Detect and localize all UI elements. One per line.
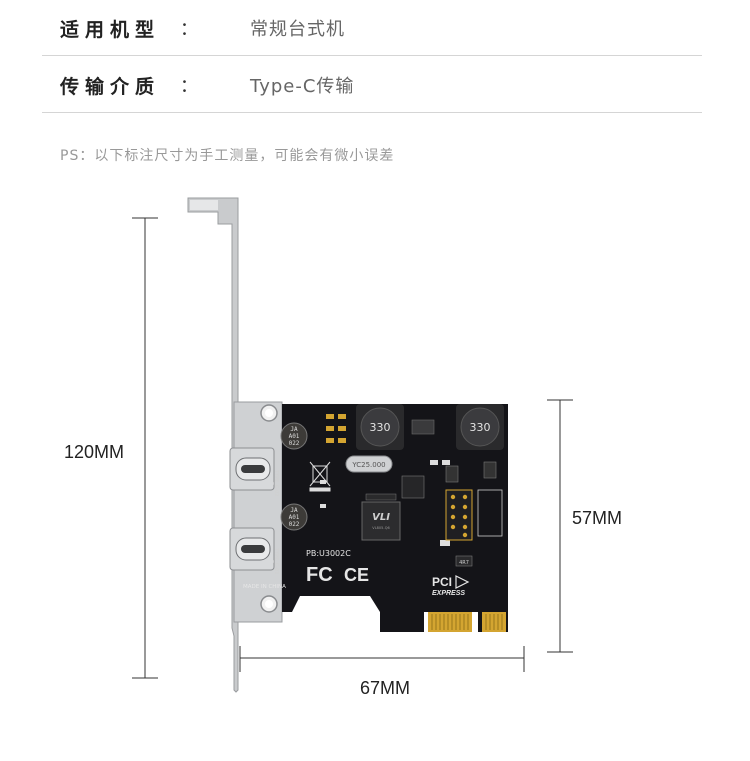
svg-text:330: 330 [370,421,391,434]
fcc-logo: FC [306,564,333,586]
inductor-1: 330 [356,404,404,450]
express-logo: EXPRESS [432,590,465,597]
svg-text:YC25.000: YC25.000 [351,461,385,469]
dimension-lines [132,217,573,679]
pin-header [445,489,503,541]
divider [42,112,702,113]
svg-text:JA: JA [290,426,298,433]
svg-text:VL805-Q6: VL805-Q6 [372,526,389,530]
svg-text:330: 330 [470,421,491,434]
smd-components [320,414,497,546]
svg-text:JA: JA [290,507,298,514]
ce-logo: CE [344,565,369,585]
weee-icon [309,461,331,492]
spec-value: Type-C传输 [250,76,355,97]
pci-arrow-icon [455,575,470,589]
divider [42,55,702,56]
port-2-silk: TYPE_C-02 [273,469,279,496]
spec-row-transmission-medium: 传输介质 ： Type-C传输 [60,57,702,113]
svg-text:VLI: VLI [372,512,390,523]
pci-logo: PCI [432,575,452,589]
port-1-silk: TYPE_C-01 [273,547,279,574]
dimension-height-bracket: 120MM [64,442,125,462]
spec-colon: ： [180,76,198,97]
metal-bracket [187,197,283,693]
svg-text:A01: A01 [289,514,300,521]
dimension-height-board: 57MM [572,508,623,528]
measurement-note: PS：以下标注尺寸为手工测量，可能会有微小误差 [60,148,395,164]
vli-chip: VLI VL805-Q6 [361,501,401,541]
dimension-width-board: 67MM [360,678,411,698]
inductor-2: 330 [456,404,504,450]
spec-label: 传输介质 [60,75,161,98]
svg-text:A01: A01 [289,433,300,440]
resistor [455,555,473,567]
type-c-port-2 [229,447,275,491]
resistor-label: 4R7 [459,560,469,566]
spec-value: 常规台式机 [250,19,345,40]
board-model-label: PB:U3002C [306,549,351,558]
spec-row-applicable-model: 适用机型 ： 常规台式机 [60,0,702,56]
made-in-label: MADE IN CHINA [243,584,286,590]
svg-text:022: 022 [289,521,300,528]
type-c-port-1 [229,527,275,571]
capacitor-1: JA A01 022 [280,422,308,450]
capacitor-2: JA A01 022 [280,503,308,531]
spec-label: 适用机型 [60,18,161,41]
crystal-oscillator: YC25.000 [345,455,393,473]
spec-colon: ： [180,19,198,40]
svg-text:022: 022 [289,440,300,447]
